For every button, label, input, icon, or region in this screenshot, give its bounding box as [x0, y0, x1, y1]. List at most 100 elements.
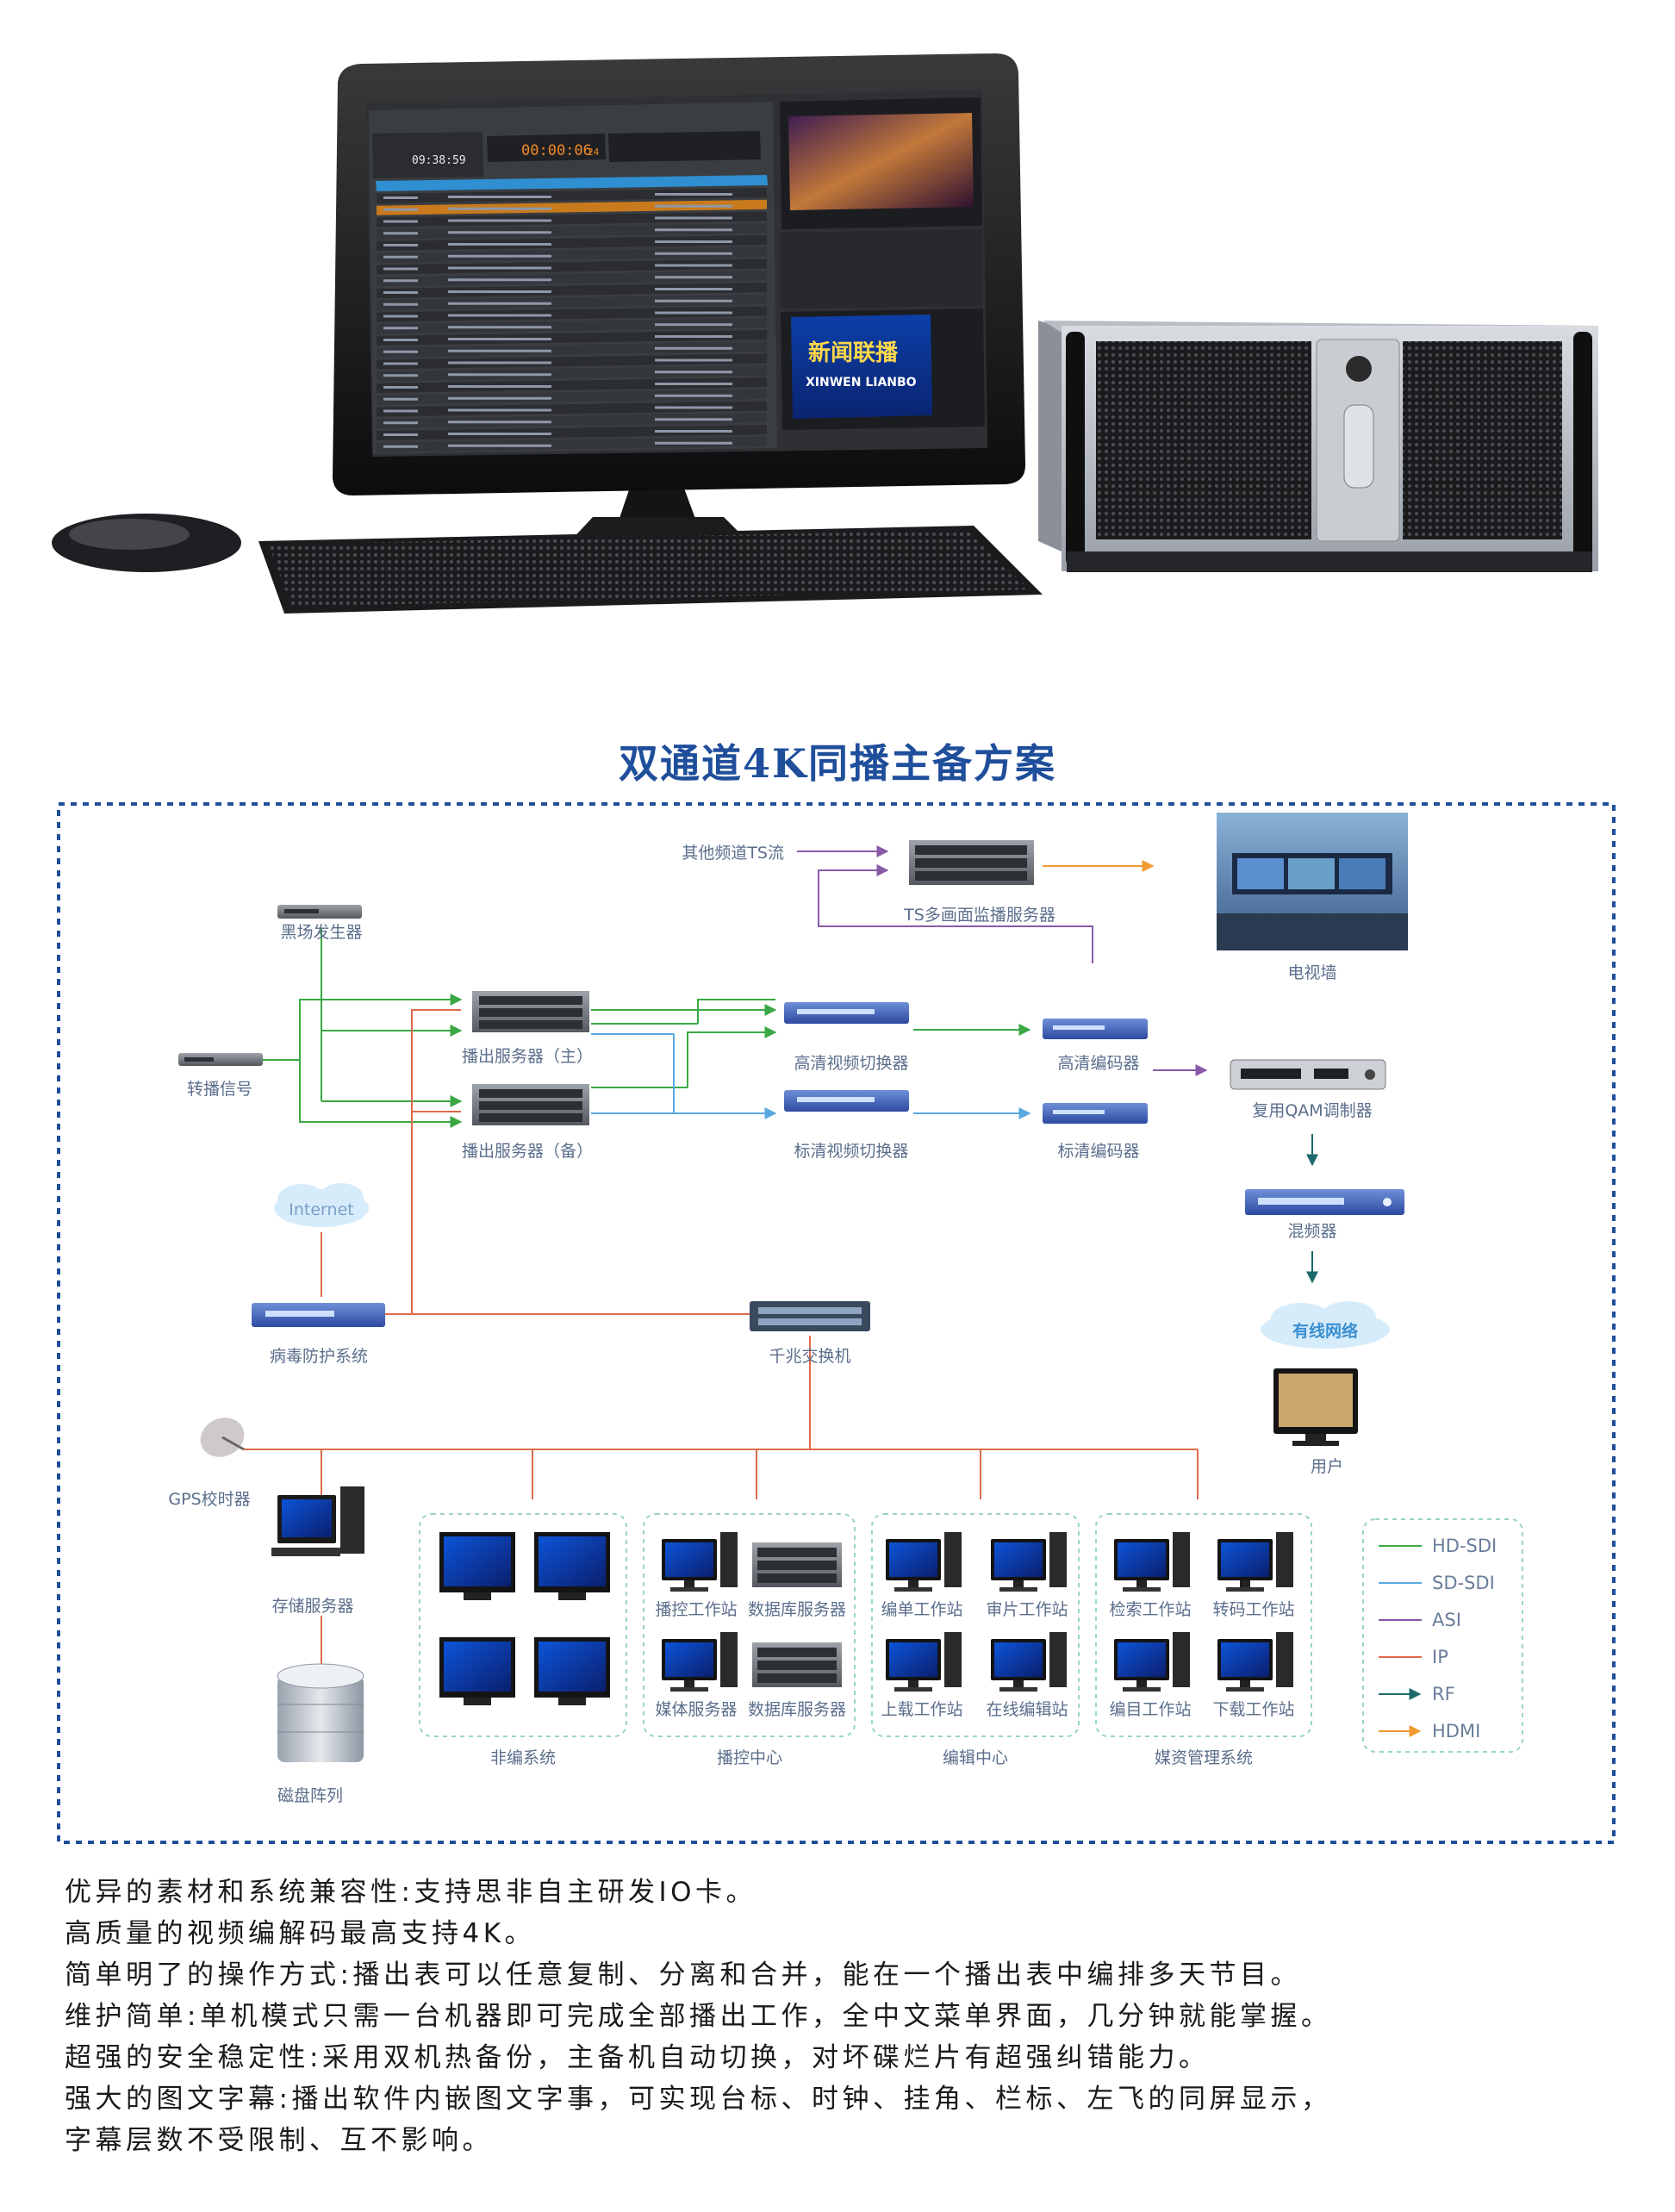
sd-encoder-label: 标清编码器: [1057, 1142, 1139, 1161]
blackburst-label: 黑场发生器: [280, 923, 362, 942]
relay-label: 转播信号: [187, 1080, 252, 1099]
database-server-icon: [752, 1542, 842, 1587]
internet-label: Internet: [289, 1200, 353, 1219]
playlist-row: [377, 436, 767, 452]
group-item-label: 媒体服务器: [655, 1700, 737, 1719]
row-text: [383, 267, 418, 271]
legend-item: IP: [1379, 1647, 1448, 1667]
cable-net-label: 有线网络: [1292, 1321, 1358, 1341]
workstation-icon: [1217, 1532, 1293, 1592]
row-text: [448, 421, 551, 424]
row-text: [655, 406, 732, 409]
screen-timecode-frames: 24: [588, 146, 600, 158]
user-label: 用户: [1311, 1457, 1343, 1476]
row-text: [655, 264, 732, 267]
row-text: [383, 220, 418, 223]
row-text: [448, 373, 551, 377]
playlist-row: [377, 199, 767, 215]
product-photo: 09:38:59 00:00:06 24 新闻联播 XINWEN LIANBO: [52, 53, 1598, 614]
row-text: [655, 228, 732, 232]
group-frames: [419, 1513, 1523, 1753]
row-text: [448, 326, 551, 329]
legend-item: SD-SDI: [1379, 1573, 1495, 1593]
row-text: [383, 386, 418, 389]
row-text: [383, 208, 418, 211]
group-item-label: 审片工作站: [986, 1600, 1068, 1619]
sd-switch-label: 标清视频切换器: [794, 1142, 908, 1161]
row-text: [448, 266, 551, 270]
row-text: [448, 444, 551, 447]
screen-banner-sub: XINWEN LIANBO: [806, 376, 917, 389]
group-name-editing-center: 编辑中心: [943, 1748, 1008, 1767]
group-name-playout-center: 播控中心: [717, 1748, 782, 1767]
playlist-row: [377, 211, 767, 227]
rack-server: [1038, 321, 1598, 572]
row-text: [383, 196, 418, 199]
disk-array-label: 磁盘阵列: [277, 1786, 343, 1805]
row-text: [448, 396, 551, 400]
playlist-row: [377, 330, 767, 346]
legend-item: ASI: [1379, 1610, 1461, 1630]
nonlinear-workstation-icon: [534, 1637, 610, 1705]
monitor: 09:38:59 00:00:06 24 新闻联播 XINWEN LIANBO: [333, 53, 1025, 543]
row-text: [448, 243, 551, 246]
playlist-row: [377, 353, 767, 370]
diagram-frame: [57, 802, 1616, 1844]
legend-label: HDMI: [1432, 1721, 1480, 1742]
feature-item: 强大的图文字幕:播出软件内嵌图文字事，可实现台标、时钟、挂角、栏标、左飞的同屏显…: [65, 2084, 1332, 2115]
row-text: [448, 196, 551, 198]
group-item-label: 编目工作站: [1109, 1700, 1191, 1719]
playlist-row: [377, 306, 767, 322]
legend-label: IP: [1432, 1647, 1448, 1667]
nonlinear-workstation-icon: [439, 1532, 515, 1600]
mixer-icon: [1245, 1189, 1404, 1215]
legend-item: HDMI: [1379, 1721, 1480, 1742]
playlist-row: [377, 294, 767, 310]
disk-array-icon: [277, 1663, 364, 1762]
playlist-row: [377, 377, 767, 393]
row-text: [448, 290, 551, 293]
group-item-label: 下载工作站: [1212, 1700, 1294, 1719]
screen-timecode: 00:00:06: [521, 142, 592, 159]
playlist-row: [377, 188, 767, 203]
group-item-label: 数据库服务器: [748, 1700, 846, 1719]
playlist-row: [377, 223, 767, 240]
hd-switcher-icon: [784, 1002, 909, 1024]
workstation-icon: [991, 1532, 1067, 1592]
group-item-label: 转码工作站: [1212, 1600, 1294, 1619]
row-text: [448, 361, 551, 365]
feature-item: 字幕层数不受限制、互不影响。: [65, 2125, 493, 2156]
row-text: [655, 288, 732, 290]
row-text: [383, 339, 418, 341]
legend-label: SD-SDI: [1432, 1573, 1495, 1593]
row-text: [655, 383, 732, 385]
row-text: [383, 279, 418, 283]
legend-item: RF: [1379, 1684, 1455, 1704]
row-text: [448, 219, 551, 222]
gps-label: GPS校时器: [168, 1490, 250, 1509]
row-text: [383, 397, 418, 401]
row-text: [655, 418, 732, 421]
storage-server-icon: [271, 1486, 364, 1556]
row-text: [383, 302, 418, 306]
playlist-row: [377, 259, 767, 275]
group-item-label: 播控工作站: [655, 1600, 737, 1619]
gigabit-switch-label: 千兆交换机: [769, 1347, 850, 1366]
nonlinear-workstation-icon: [534, 1532, 610, 1600]
workstation-icon: [1217, 1632, 1293, 1692]
row-text: [383, 350, 418, 353]
feature-item: 超强的安全稳定性:采用双机热备份，主备机自动切换，对坏碟烂片有超强纠错能力。: [65, 2042, 1210, 2073]
user-tv-icon: [1273, 1368, 1358, 1446]
row-text: [655, 335, 732, 338]
group-item-label: 编单工作站: [881, 1600, 962, 1619]
workstation-icon: [1114, 1632, 1190, 1692]
qam-modulator-icon: [1230, 1059, 1386, 1090]
playlist-row: [377, 365, 767, 382]
row-text: [448, 349, 551, 352]
playlist-row: [377, 235, 767, 251]
row-text: [383, 374, 418, 377]
antivirus-label: 病毒防护系统: [270, 1347, 368, 1366]
ts-stream-label: 其他频道TS流: [682, 844, 784, 863]
row-text: [655, 252, 732, 255]
